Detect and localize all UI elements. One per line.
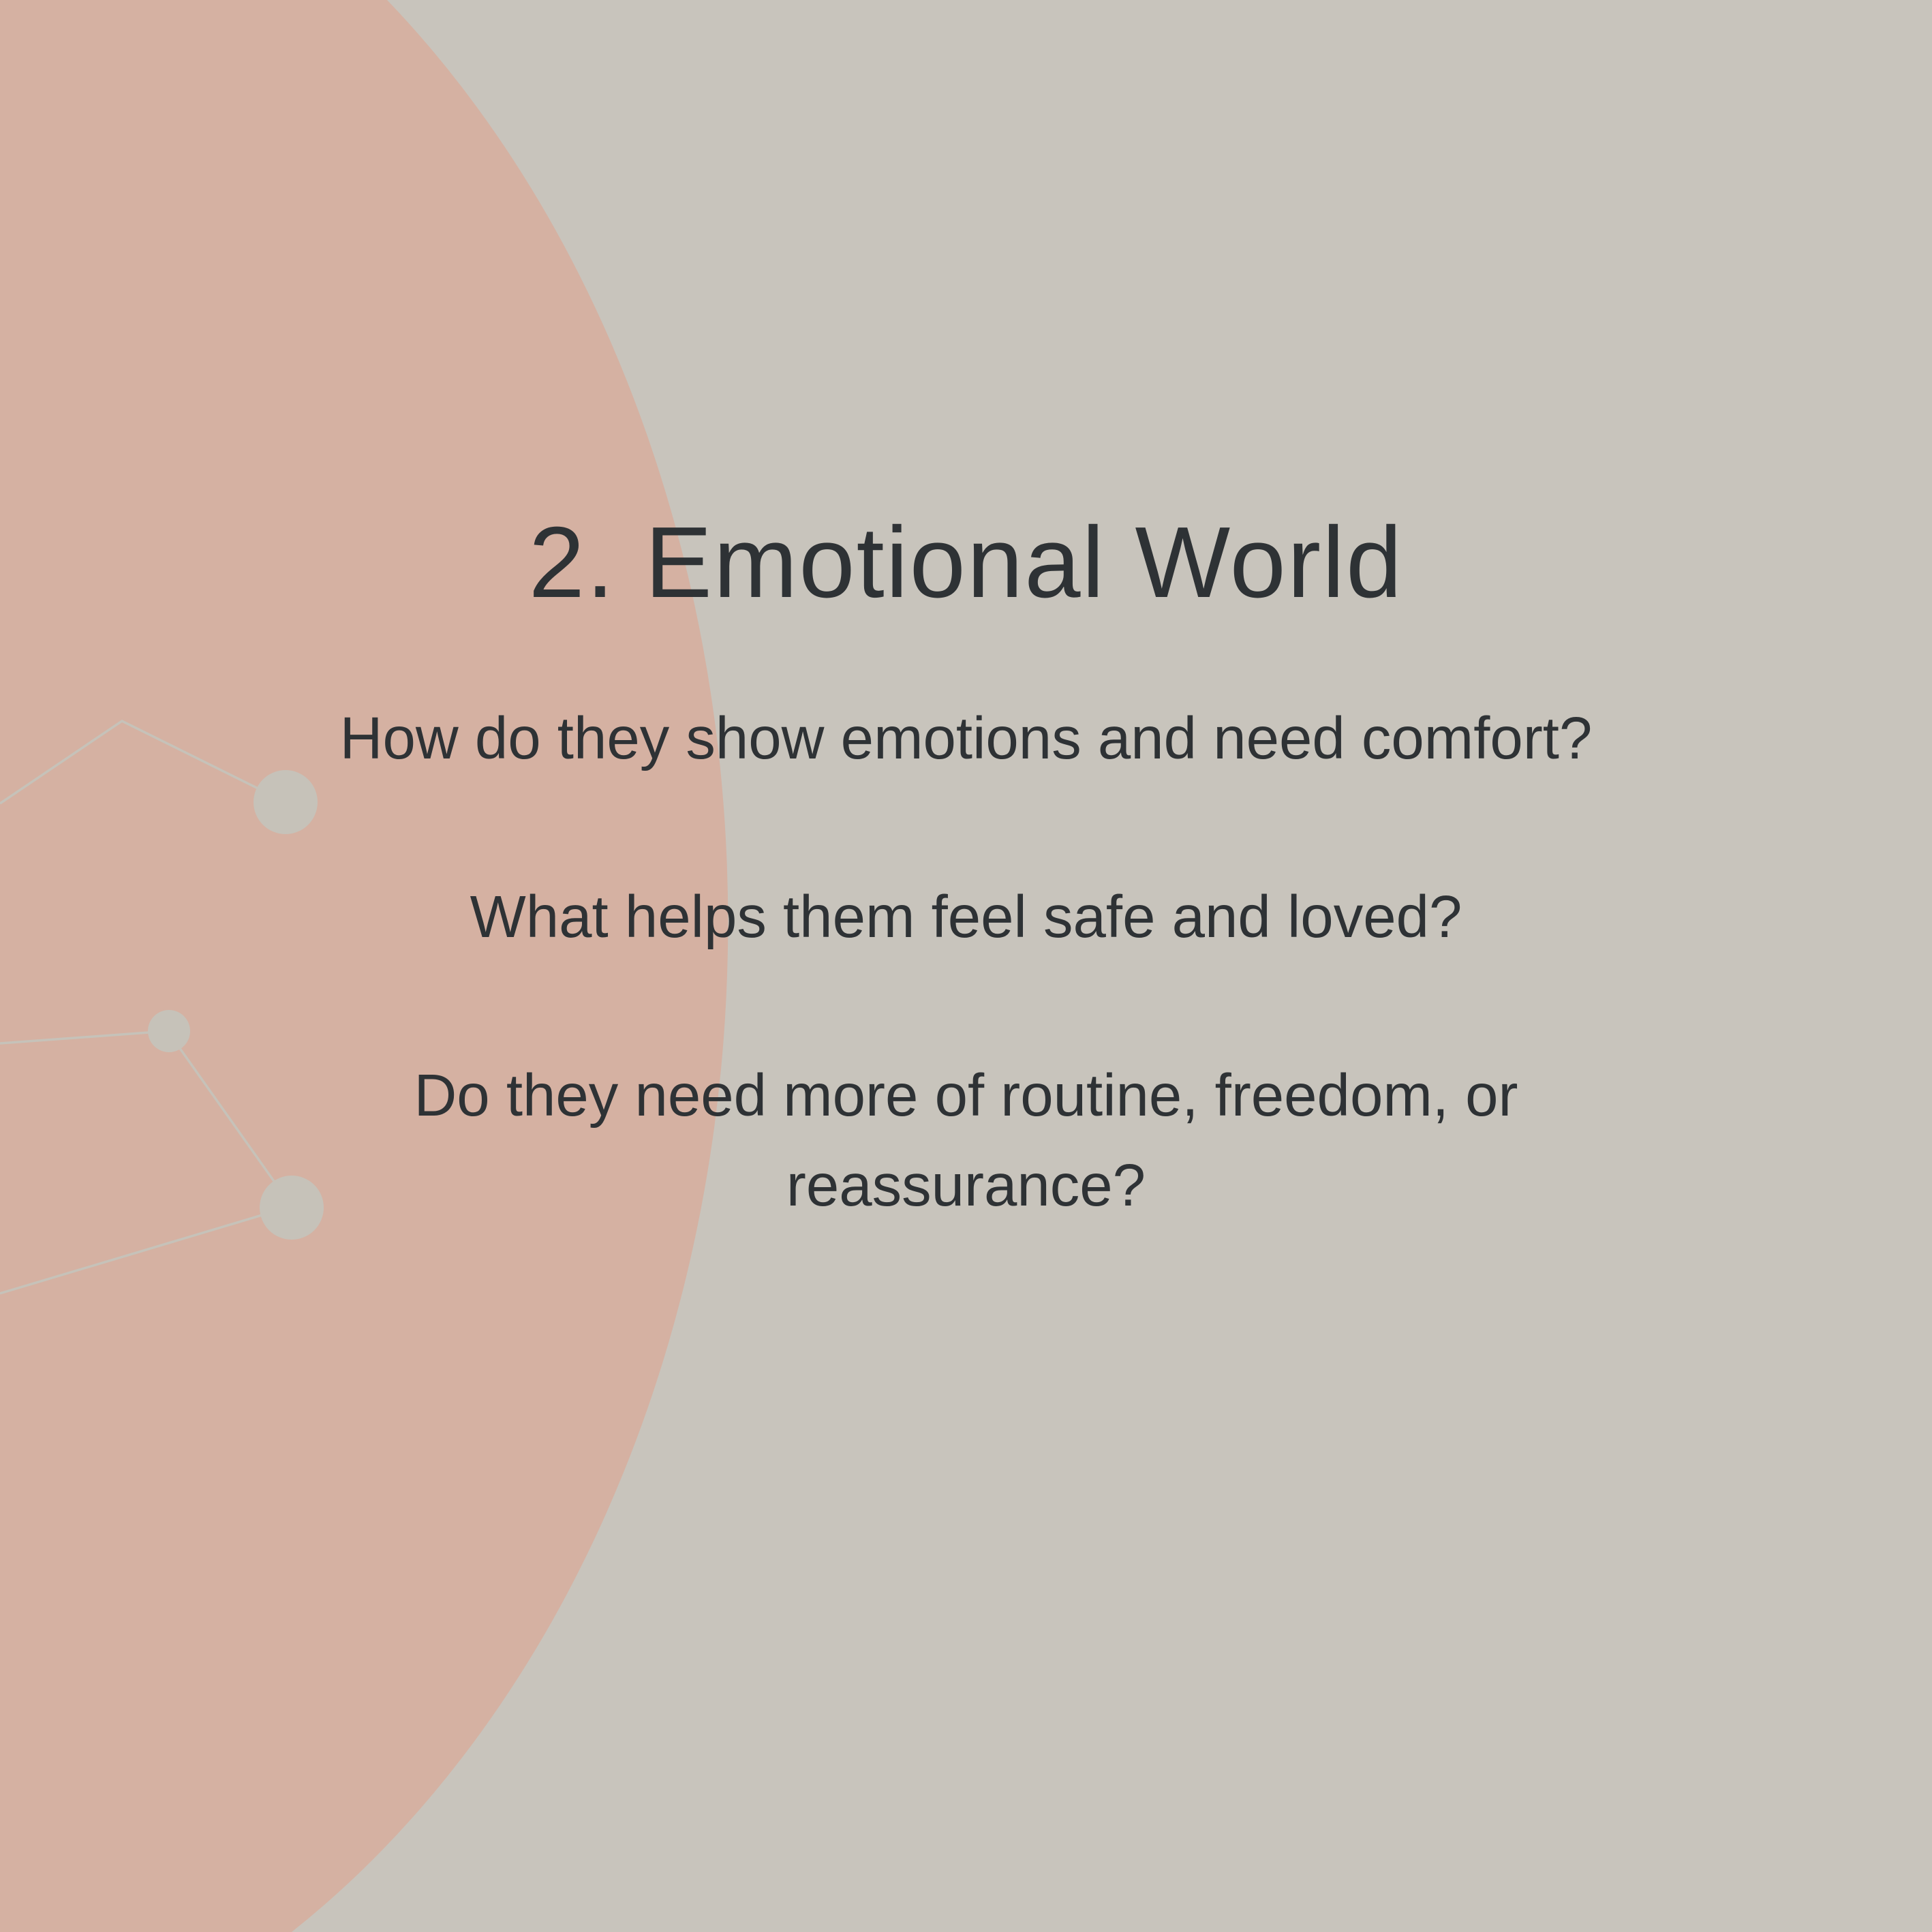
constellation-line — [0, 719, 286, 805]
slide-title: 2. Emotional World — [528, 506, 1404, 619]
question-2: What helps them feel safe and loved? — [470, 884, 1462, 950]
question-1: How do they show emotions and need comfo… — [339, 705, 1593, 771]
constellation-star — [254, 770, 318, 834]
pink-arc-shape — [0, 0, 729, 1932]
constellation-star — [148, 1010, 190, 1052]
constellation-star — [260, 1176, 324, 1240]
question-3: Do they need more of routine, freedom, o… — [414, 1062, 1518, 1218]
constellation-line — [0, 1030, 294, 1295]
